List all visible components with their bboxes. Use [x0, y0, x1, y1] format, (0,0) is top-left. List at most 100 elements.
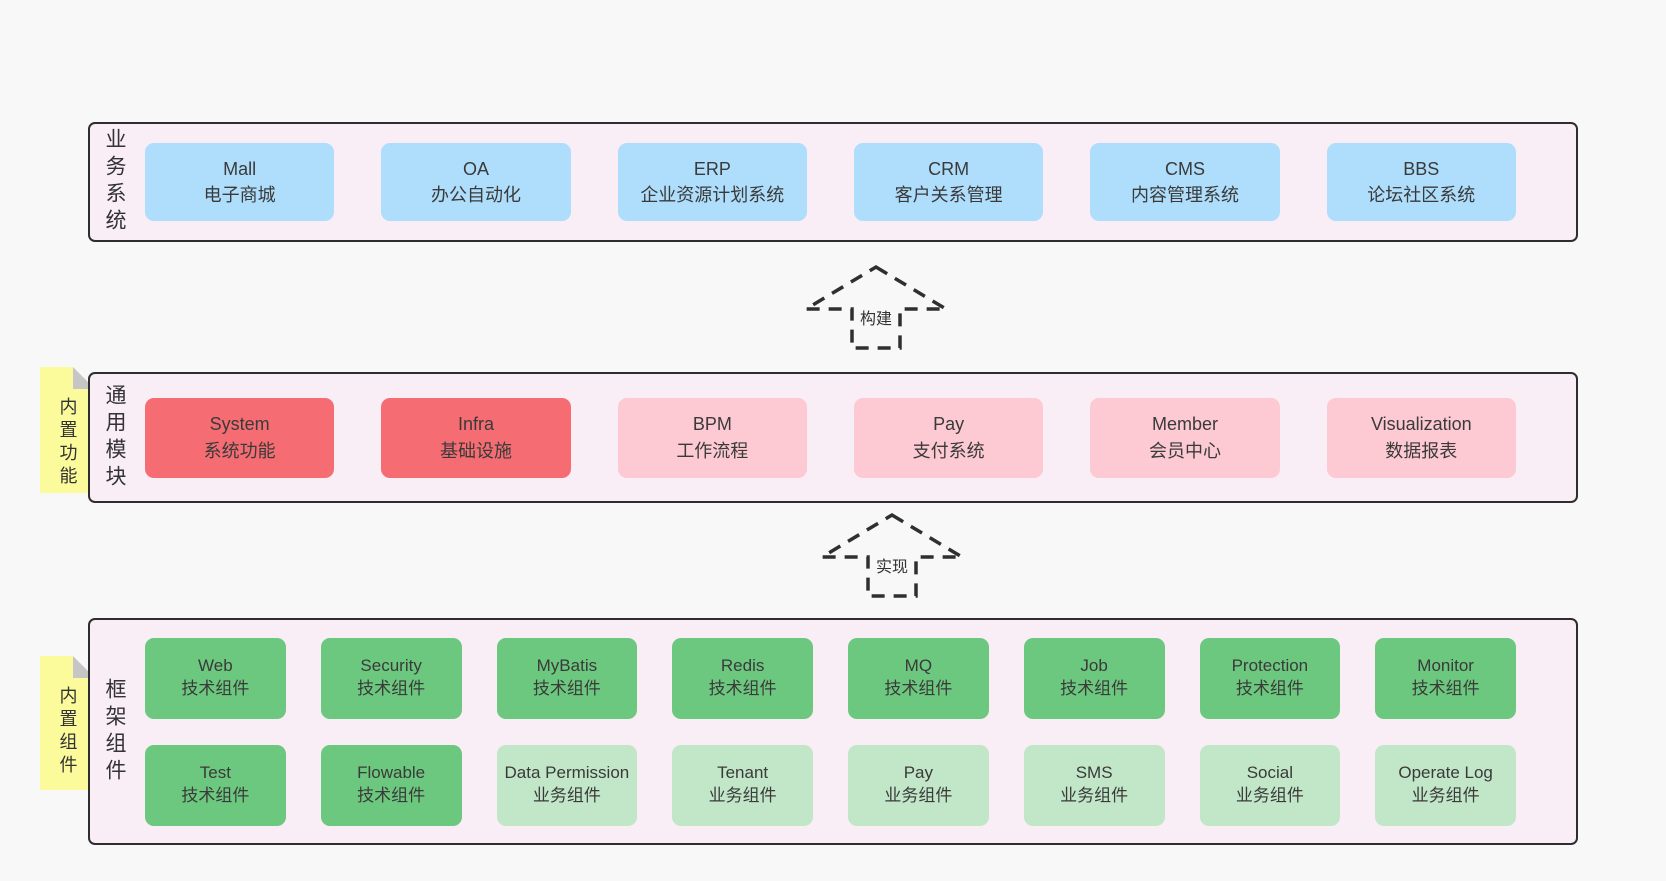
box-system: System 系统功能	[145, 397, 335, 478]
box-desc: 支付系统	[912, 440, 985, 461]
box-oa: OA 办公自动化	[381, 143, 571, 221]
box-protection: Protection 技术组件	[1199, 637, 1341, 719]
framework-components-row-2: Test 技术组件 Flowable 技术组件 Data Permission …	[145, 744, 1516, 826]
box-name: MQ	[904, 656, 933, 676]
box-sms: SMS 业务组件	[1023, 744, 1165, 826]
box-name: Protection	[1231, 656, 1309, 676]
box-name: Pay	[933, 414, 965, 435]
arrow-label: 实现	[876, 558, 908, 576]
box-desc: 业务组件	[884, 786, 953, 805]
box-bbs: BBS 论坛社区系统	[1326, 143, 1516, 221]
framework-components-row-1: Web 技术组件 Security 技术组件 MyBatis 技术组件 Redi…	[145, 637, 1516, 719]
box-desc: 技术组件	[1411, 679, 1480, 698]
box-pay-component: Pay 业务组件	[848, 744, 989, 826]
box-crm: CRM 客户关系管理	[853, 143, 1044, 221]
box-job: Job 技术组件	[1023, 637, 1165, 719]
box-flowable: Flowable 技术组件	[320, 744, 462, 826]
box-desc: 工作流程	[676, 440, 749, 461]
box-name: Infra	[457, 414, 494, 435]
box-name: CMS	[1164, 158, 1205, 179]
box-visualization: Visualization 数据报表	[1326, 397, 1516, 478]
band-label-common-modules: 通用模块	[103, 383, 126, 492]
box-cms: CMS 内容管理系统	[1090, 143, 1280, 221]
box-name: Security	[360, 656, 422, 676]
box-name: Tenant	[717, 763, 769, 783]
box-desc: 业务组件	[708, 786, 777, 805]
box-desc: 技术组件	[357, 786, 426, 805]
dashed-up-arrow-implement: 实现	[815, 512, 969, 598]
sticky-note-builtin-features: 内置功能	[40, 367, 95, 493]
box-name: SMS	[1075, 763, 1113, 783]
box-desc: 技术组件	[532, 679, 601, 698]
band-label-framework-components: 框架组件	[103, 677, 126, 786]
band-business-systems: 业务系统 Mall 电子商城 OA 办公自动化 ERP 企业资源计划系统 CRM…	[88, 122, 1578, 242]
box-name: Visualization	[1370, 414, 1472, 435]
box-erp: ERP 企业资源计划系统	[617, 143, 807, 221]
box-desc: 业务组件	[1235, 786, 1304, 805]
box-member: Member 会员中心	[1090, 397, 1280, 478]
box-security: Security 技术组件	[320, 637, 462, 719]
band-label-business-systems: 业务系统	[103, 128, 126, 236]
box-name: OA	[462, 158, 489, 179]
box-pay-system: Pay 支付系统	[853, 397, 1044, 478]
box-desc: 技术组件	[181, 786, 250, 805]
sticky-note-label: 内置功能	[57, 397, 78, 489]
business-systems-boxes: Mall 电子商城 OA 办公自动化 ERP 企业资源计划系统 CRM 客户关系…	[125, 143, 1576, 221]
box-desc: 企业资源计划系统	[640, 185, 785, 205]
box-social: Social 业务组件	[1199, 744, 1341, 826]
arrow-label: 构建	[860, 310, 892, 328]
box-name: Operate Log	[1398, 763, 1493, 783]
band-framework-components: 框架组件 Web 技术组件 Security 技术组件 MyBatis 技术组件…	[88, 618, 1578, 845]
box-desc: 技术组件	[357, 679, 426, 698]
box-name: Member	[1151, 414, 1218, 435]
box-desc: 技术组件	[708, 679, 777, 698]
box-desc: 技术组件	[181, 679, 250, 698]
box-desc: 技术组件	[884, 679, 953, 698]
box-monitor: Monitor 技术组件	[1375, 637, 1516, 719]
box-name: Social	[1246, 763, 1294, 783]
box-mall: Mall 电子商城	[145, 143, 335, 221]
box-name: System	[209, 414, 270, 435]
box-desc: 电子商城	[203, 185, 276, 205]
box-bpm: BPM 工作流程	[617, 397, 807, 478]
box-desc: 技术组件	[1060, 679, 1129, 698]
box-name: BBS	[1403, 158, 1440, 179]
common-modules-boxes: System 系统功能 Infra 基础设施 BPM 工作流程 Pay 支付系统…	[125, 397, 1576, 478]
box-name: Data Permission	[504, 763, 630, 783]
box-mybatis: MyBatis 技术组件	[496, 637, 638, 719]
box-desc: 业务组件	[1411, 786, 1480, 805]
box-name: Flowable	[357, 763, 426, 783]
band-common-modules: 通用模块 System 系统功能 Infra 基础设施 BPM 工作流程 Pay…	[88, 372, 1578, 503]
box-desc: 业务组件	[1060, 786, 1129, 805]
box-name: BPM	[692, 414, 732, 435]
box-mq: MQ 技术组件	[848, 637, 989, 719]
box-desc: 内容管理系统	[1130, 185, 1239, 205]
box-desc: 业务组件	[532, 786, 601, 805]
box-name: Test	[199, 763, 231, 783]
box-data-permission: Data Permission 业务组件	[496, 744, 638, 826]
box-operate-log: Operate Log 业务组件	[1375, 744, 1516, 826]
box-desc: 数据报表	[1385, 440, 1458, 461]
framework-components-rows: Web 技术组件 Security 技术组件 MyBatis 技术组件 Redi…	[125, 637, 1576, 826]
box-name: ERP	[693, 158, 731, 179]
box-name: Pay	[903, 763, 934, 783]
dashed-up-arrow-build: 构建	[799, 264, 953, 350]
box-name: Web	[198, 656, 233, 676]
box-web: Web 技术组件	[145, 637, 286, 719]
box-redis: Redis 技术组件	[672, 637, 813, 719]
box-desc: 基础设施	[439, 440, 512, 461]
box-name: Monitor	[1417, 656, 1474, 676]
box-tenant: Tenant 业务组件	[672, 744, 813, 826]
sticky-note-label: 内置组件	[57, 686, 78, 778]
box-infra: Infra 基础设施	[381, 397, 571, 478]
box-desc: 会员中心	[1148, 440, 1221, 461]
box-desc: 系统功能	[203, 440, 276, 461]
box-name: MyBatis	[536, 656, 598, 676]
box-name: Mall	[223, 158, 257, 179]
box-desc: 客户关系管理	[894, 185, 1003, 205]
sticky-note-builtin-components: 内置组件	[40, 656, 95, 790]
box-desc: 论坛社区系统	[1367, 185, 1476, 205]
box-name: Redis	[720, 656, 765, 676]
box-desc: 技术组件	[1235, 679, 1304, 698]
box-name: Job	[1080, 656, 1108, 676]
